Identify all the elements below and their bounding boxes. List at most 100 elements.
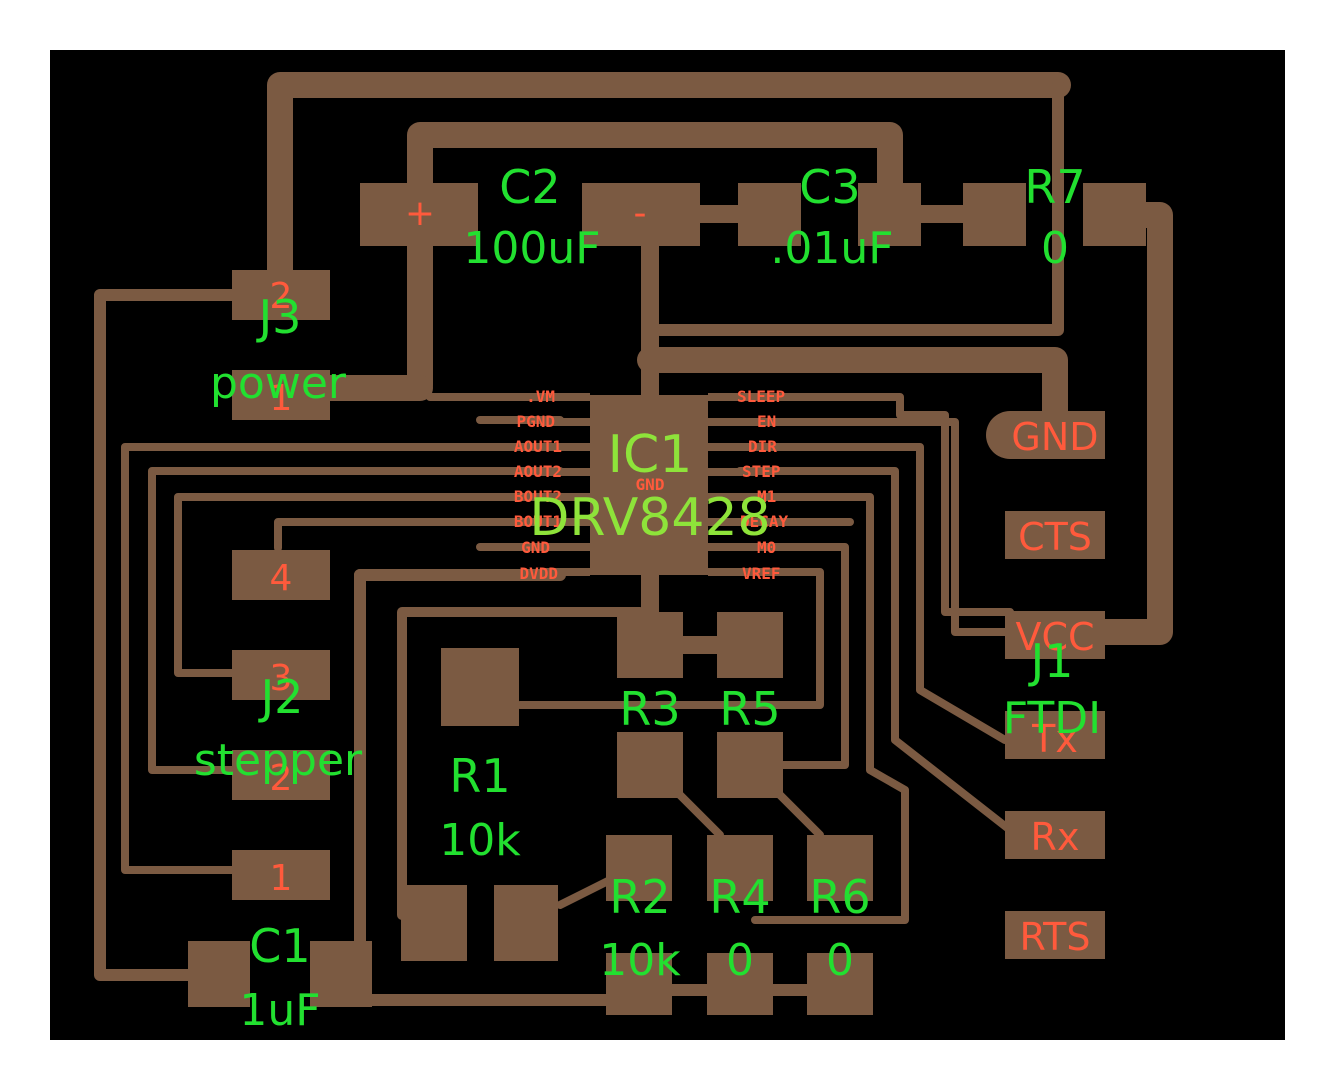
j1-pad-rts <box>1005 911 1105 959</box>
c1-pad-1 <box>188 941 250 1007</box>
j1-value: FTDI <box>1003 693 1101 744</box>
ic1-value: DRV8428 <box>529 488 770 548</box>
r3-pad-2 <box>617 732 683 798</box>
ic1-pin-label: M1 <box>757 487 776 506</box>
j1-pad-gnd <box>986 411 1105 459</box>
j2-value: stepper <box>194 735 363 786</box>
r6-pad-2 <box>807 953 873 1015</box>
r7-pad-2 <box>1083 183 1146 246</box>
c3-value: .01uF <box>770 223 893 274</box>
j3-pin-label: 1 <box>270 378 293 419</box>
ic1-pin-label: .VM <box>526 387 555 406</box>
j1-pad-cts <box>1005 511 1105 559</box>
r3-pad-1 <box>617 612 683 678</box>
r7-value: 0 <box>1041 223 1069 274</box>
ic1-pin-label: AOUT2 <box>514 462 562 481</box>
r7-pad-1 <box>963 183 1026 246</box>
ic1-body <box>590 395 708 575</box>
j3-value: power <box>210 358 347 409</box>
ic1-pin-label: STEP <box>742 462 781 481</box>
r6-ref: R6 <box>809 870 870 924</box>
j1-pin-label: RTS <box>1020 915 1091 959</box>
ic1-pin-label: AOUT1 <box>514 437 562 456</box>
j2-pin-label: 4 <box>270 558 293 599</box>
ic1-pin-label: DVDD <box>519 564 558 583</box>
j3-pin-labels: 2 1 <box>270 276 293 419</box>
ic1-pin-label: M0 <box>757 538 776 557</box>
j2-ref: J2 <box>258 670 304 724</box>
j1-pad-tx <box>1005 711 1105 759</box>
j2-pad-3 <box>232 650 330 700</box>
c3-pad-2 <box>858 183 921 246</box>
r1-pad-1 <box>441 648 519 726</box>
ic1-pin-label: VREF <box>742 564 781 583</box>
ic1-left-pin-labels: .VM PGND AOUT1 AOUT2 BOUT2 BOUT1 GND DVD… <box>514 387 562 583</box>
c2-value: 100uF <box>463 223 600 274</box>
r6-pad-1 <box>807 835 873 901</box>
ic1-pin-label: SLEEP <box>737 387 785 406</box>
c2-pad-minus <box>582 183 700 246</box>
ic1-pin-label: DECAY <box>740 512 789 531</box>
r3-ref: R3 <box>619 682 680 736</box>
silkscreen-labels: C2 100uF C3 .01uF R7 0 J3 power IC1 DRV8… <box>194 160 1101 1036</box>
ic1-pin-label: GND <box>521 538 550 557</box>
ic1-pin-stubs <box>540 393 758 576</box>
r5-pad-1 <box>717 612 783 678</box>
c3-ref: C3 <box>799 160 860 214</box>
j1-ref: J1 <box>1028 634 1074 688</box>
c2-ref: C2 <box>499 160 560 214</box>
r1-ref: R1 <box>449 749 510 803</box>
ic1-right-pin-labels: SLEEP EN DIR STEP M1 DECAY M0 VREF <box>737 387 789 583</box>
ic1-center-label: GND <box>636 475 665 494</box>
j1-pad-rx <box>1005 811 1105 859</box>
r2-pad-2 <box>606 835 672 901</box>
r6-value: 0 <box>826 935 854 986</box>
r4-ref: R4 <box>709 870 770 924</box>
ic1-pin-label: PGND <box>516 412 555 431</box>
j2-pin-label: 1 <box>270 858 293 899</box>
c1-pad-2 <box>310 941 372 1007</box>
j1-pin-labels: GND CTS VCC Tx Rx RTS <box>1011 415 1098 959</box>
j3-pad-1 <box>232 370 330 420</box>
pads <box>188 183 1146 1015</box>
r4-value: 0 <box>726 935 754 986</box>
r7-ref: R7 <box>1024 160 1085 214</box>
j1-pin-label: VCC <box>1015 615 1094 659</box>
c2-minus-label: - <box>634 193 647 234</box>
c2-plus-label: + <box>405 193 435 234</box>
j2-pad-4 <box>232 550 330 600</box>
j2-pin-label: 3 <box>270 658 293 699</box>
r5-ref: R5 <box>719 682 780 736</box>
c3-pad-1 <box>738 183 801 246</box>
ic1-pin-label: BOUT1 <box>514 512 562 531</box>
j1-pad-vcc <box>1005 611 1105 659</box>
ic1-pin-label: DIR <box>748 437 777 456</box>
j3-pad-2 <box>232 270 330 320</box>
j3-ref: J3 <box>256 290 302 344</box>
ic1-ref: IC1 <box>608 425 693 485</box>
c2-pad-plus <box>360 183 478 246</box>
c1-ref: C1 <box>249 919 310 973</box>
j2-pad-2 <box>232 750 330 800</box>
r2-pad-3 <box>606 953 672 1015</box>
r2-ref: R2 <box>609 870 670 924</box>
j2-pin-label: 2 <box>270 758 293 799</box>
j1-pin-label: GND <box>1011 415 1098 459</box>
r2-pad-1 <box>494 885 558 961</box>
r2-value: 10k <box>599 935 681 986</box>
r1-value: 10k <box>439 815 521 866</box>
j1-pin-label: CTS <box>1018 515 1092 559</box>
r1-pad-2 <box>401 885 467 961</box>
ic1-pin-label: EN <box>757 412 776 431</box>
ic1-pin-label: BOUT2 <box>514 487 562 506</box>
j3-pin-label: 2 <box>270 276 293 317</box>
r5-pad-2 <box>717 732 783 798</box>
j1-pin-label: Rx <box>1031 815 1080 859</box>
j2-pin-labels: 4 3 2 1 <box>270 558 293 899</box>
c1-value: 1uF <box>239 985 320 1036</box>
r4-pad-1 <box>707 835 773 901</box>
j2-pad-1 <box>232 850 330 900</box>
j1-pin-label: Tx <box>1031 717 1078 761</box>
r4-pad-2 <box>707 953 773 1015</box>
